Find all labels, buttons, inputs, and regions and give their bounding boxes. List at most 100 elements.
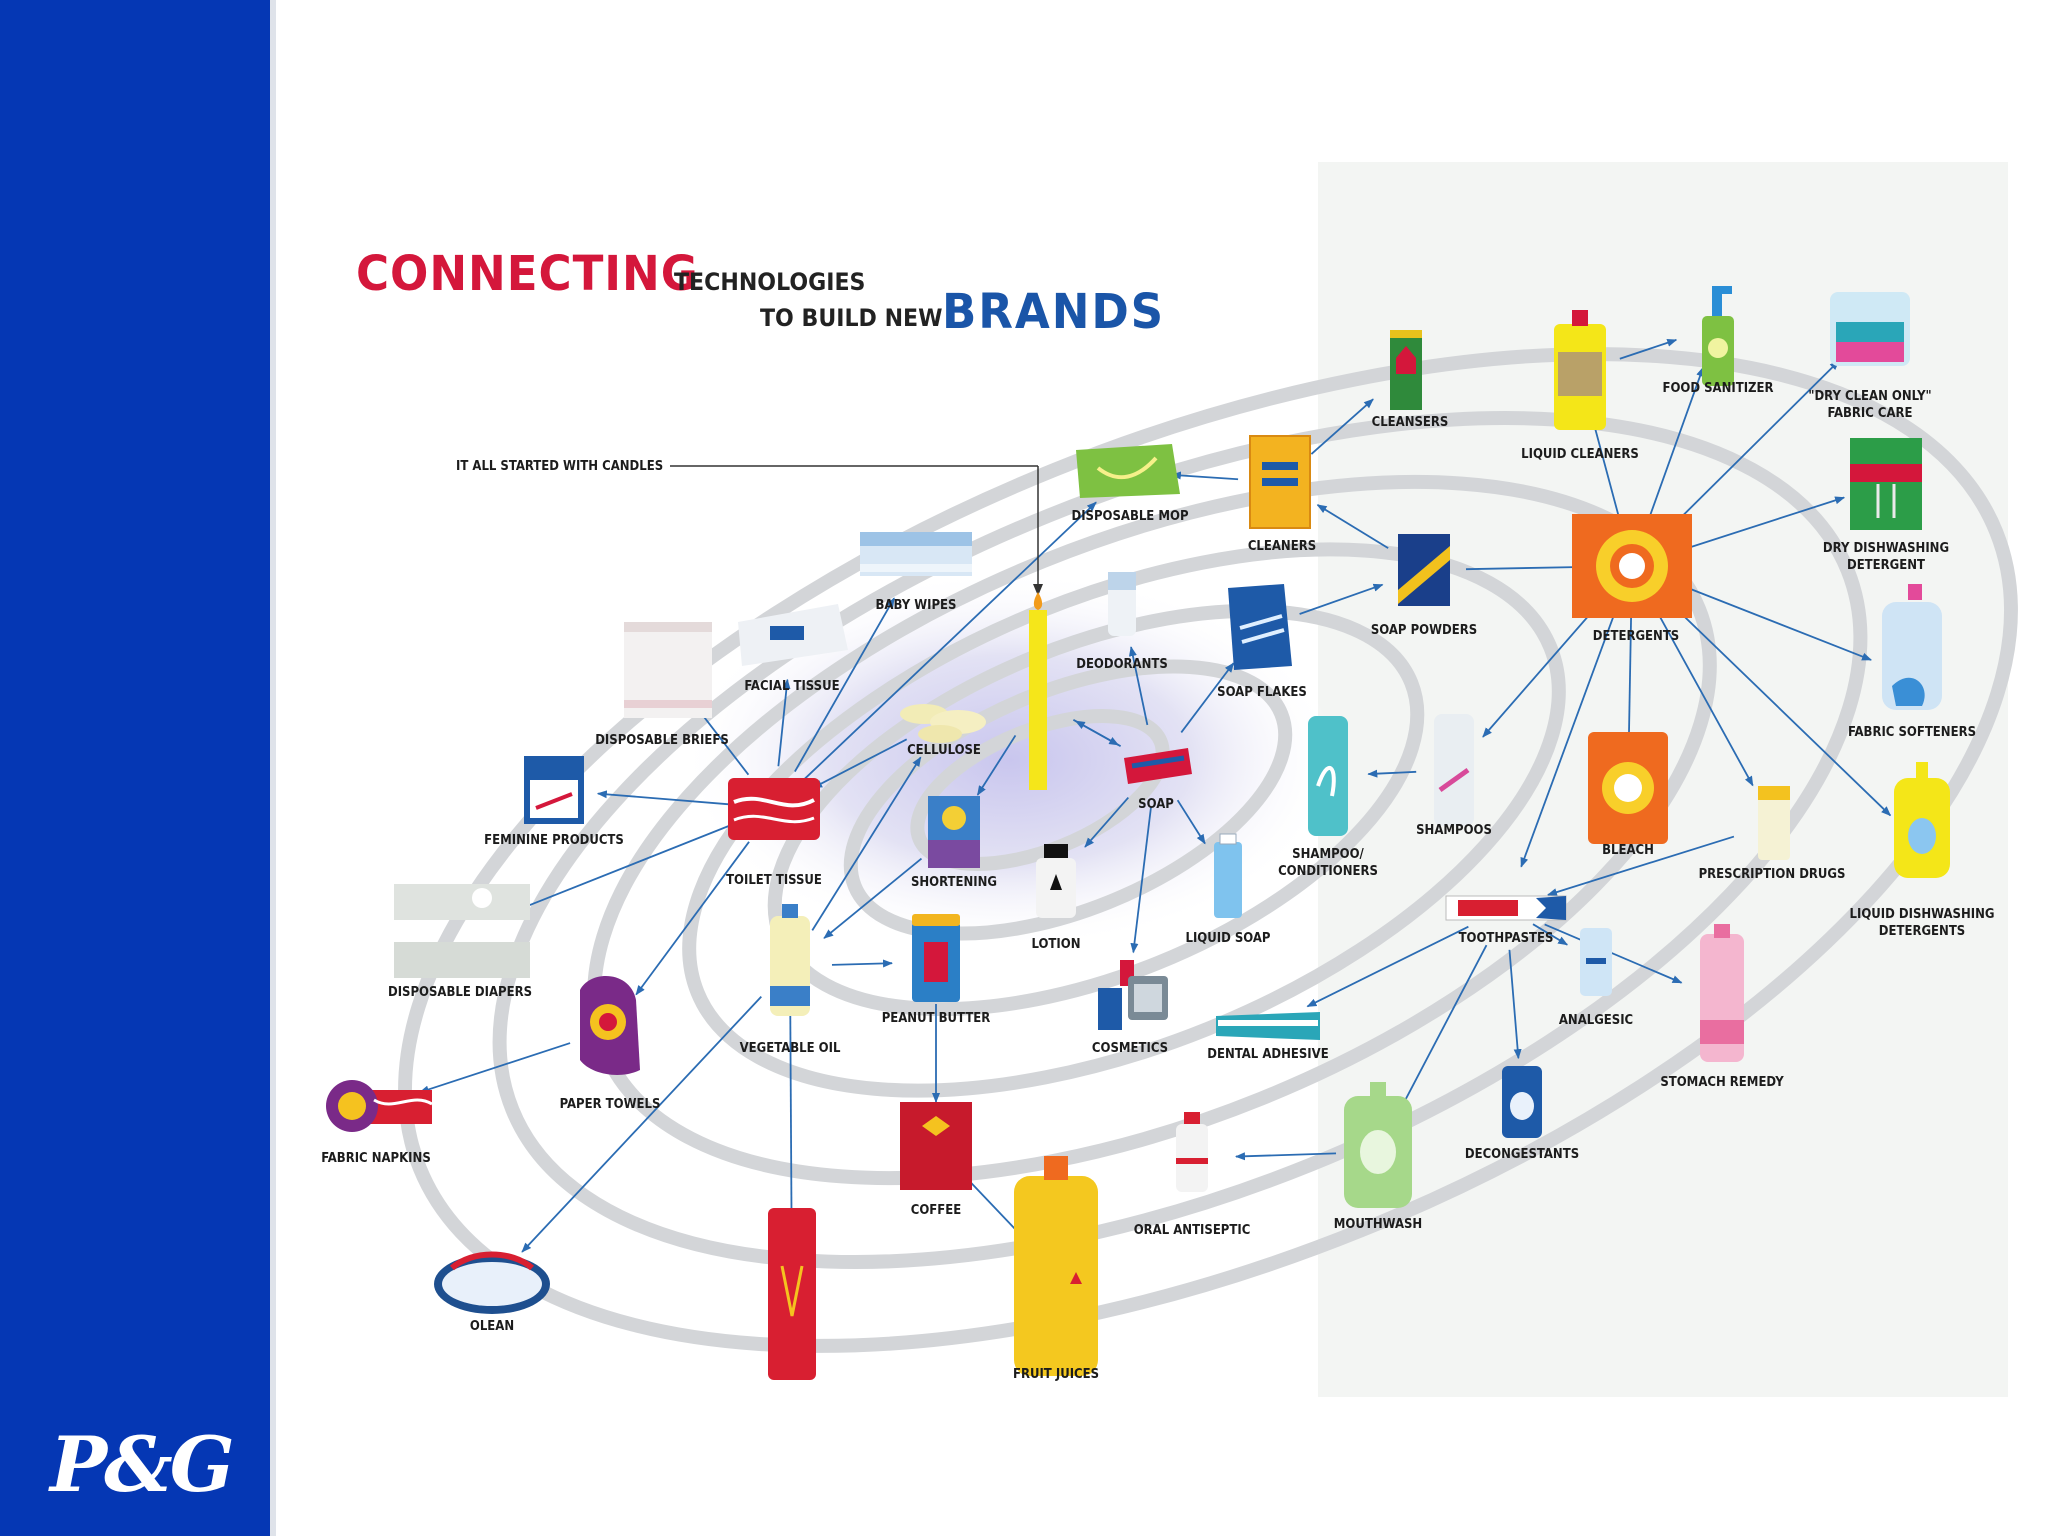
arrow-detergents-to-dry_dish [1671,496,1846,554]
baby-wipes-icon [860,532,972,576]
brand-sidebar [0,0,270,1536]
liquid-soap-icon [1214,833,1242,918]
paper-towels-icon [580,976,640,1075]
dry-clean-icon [1830,292,1910,366]
cosmetics-icon [1098,960,1168,1030]
arrow-soap-to-cosmetics [1130,807,1152,954]
arrow-candle-to-shortening [976,734,1017,796]
arrow-toilet_tissue-to-facial_tissue [777,678,791,767]
arrow-vegetable_oil-to-cellulose [811,756,922,931]
shortening-icon [928,796,980,868]
liquid-soap-label: LIQUID SOAP [1185,931,1271,946]
shampoo-cond-label: SHAMPOO/ CONDITIONERS [1278,847,1378,879]
arrow-toilet_tissue-to-paper_towels [635,841,750,996]
arrow-toothpastes-to-analgesic [1532,923,1569,946]
title-to-build-new: TO BUILD NEW [760,304,943,332]
potato-chips-icon [768,1208,816,1380]
arrow-toilet_tissue-to-feminine [596,790,733,806]
bleach-icon [1588,732,1668,844]
food-sanitizer-label: FOOD SANITIZER [1662,381,1774,396]
shampoos-icon [1434,714,1474,826]
arrow-liquid_cleaners-to-food_sanitizer [1619,338,1678,360]
soap-label: SOAP [1138,797,1174,812]
cleaners-icon [1249,435,1311,529]
arrow-prescription-to-toothpastes [1547,835,1735,896]
arrow-cleaners-to-disposable_mop [1170,471,1239,481]
shampoo-cond-icon [1308,716,1348,836]
toothpastes-icon [1445,895,1567,921]
feminine-label: FEMININE PRODUCTS [484,833,624,848]
cleansers-label: CLEANSERS [1371,415,1449,430]
title-technologies: TECHNOLOGIES [674,268,866,296]
paper-towels-label: PAPER TOWELS [559,1097,661,1112]
spiral-ring [492,411,1868,1269]
soap-flakes-icon [1228,584,1292,670]
arrow-soap-to-lotion [1084,796,1129,848]
decongestants-label: DECONGESTANTS [1464,1147,1580,1162]
feminine-icon [524,756,584,824]
deodorants-label: DEODORANTS [1076,657,1168,672]
cellulose-label: CELLULOSE [907,743,981,758]
title-brands: BRANDS [942,284,1166,340]
disposable-mop-icon [1076,444,1180,498]
soap-powders-label: SOAP POWDERS [1370,623,1478,638]
oral-antiseptic-icon [1176,1112,1208,1192]
start-note-label: IT ALL STARTED WITH CANDLES [456,459,664,474]
connection-arrows [418,338,1892,1254]
cellulose-icon [900,704,986,743]
arrow-detergents-to-toothpastes [1520,605,1619,868]
arrow-toilet_tissue-to-disposable_mop [803,501,1097,780]
soap-flakes-label: SOAP FLAKES [1217,685,1307,700]
soap-powders-icon [1398,534,1450,606]
disposable-briefs-label: DISPOSABLE BRIEFS [595,733,729,748]
dry-dish-icon [1850,438,1922,530]
arrow-paper_towels-to-fabric_napkins [418,1042,571,1094]
arrow-toothpastes-to-dental_adhesive [1306,925,1469,1008]
decongestants-icon [1502,1066,1542,1138]
pg-logo: P&G [50,1420,235,1509]
bleach-label: BLEACH [1602,843,1654,858]
arrow-detergents-to-liquid_cleaners [1589,413,1622,526]
fabric-napkins-label: FABRIC NAPKINS [321,1151,431,1166]
dental-adhesive-icon [1216,1012,1320,1040]
stomach-remedy-label: STOMACH REMEDY [1660,1075,1784,1090]
arrow-soap_powders-to-cleaners [1316,504,1389,549]
arrow-toothpastes-to-stomach_remedy [1544,923,1683,984]
cosmetics-label: COSMETICS [1091,1041,1169,1056]
arrow-detergents-to-liquid_dish [1661,594,1892,817]
analgesic-icon [1580,928,1612,996]
oral-antiseptic-label: ORAL ANTISEPTIC [1133,1223,1251,1238]
dental-adhesive-label: DENTAL ADHESIVE [1207,1047,1329,1062]
shampoos-label: SHAMPOOS [1416,823,1492,838]
disposable-mop-label: DISPOSABLE MOP [1071,509,1189,524]
vegetable-oil-icon [770,904,810,1016]
arrow-toothpastes-to-mouthwash [1397,944,1488,1114]
arrow-detergents-to-shampoos [1482,597,1606,738]
spiral-ring [398,347,2018,1353]
arrow-vegetable_oil-to-peanut_butter [831,959,894,968]
lotion-icon [1036,844,1076,918]
vegetable-oil-label: VEGETABLE OIL [739,1041,841,1056]
candle-icon [1029,592,1047,790]
cleansers-icon [1390,330,1422,410]
arrow-soap-to-deodorants [1128,646,1149,726]
detergents-icon [1572,514,1692,618]
peanut-butter-icon [912,914,960,1002]
fruit-juices-label: FRUIT JUICES [1012,1367,1100,1382]
toilet-tissue-icon [728,778,820,840]
liquid-dish-icon [1894,762,1950,878]
coffee-label: COFFEE [910,1203,962,1218]
dry-clean-label: "DRY CLEAN ONLY" FABRIC CARE [1808,389,1932,421]
arrow-detergents-to-dry_clean [1661,360,1840,538]
start-callout [670,465,1043,596]
arrow-detergents-to-bleach [1624,607,1633,746]
arrow-detergents-to-prescription [1651,602,1754,787]
fabric-napkins-icon [326,1080,433,1132]
deodorants-icon [1108,572,1136,636]
peanut-butter-label: PEANUT BUTTER [881,1011,991,1026]
detergents-label: DETERGENTS [1592,629,1680,644]
liquid-cleaners-icon [1554,310,1606,430]
arrow-detergents-to-fabric_softeners [1670,580,1872,661]
mouthwash-icon [1344,1082,1412,1208]
